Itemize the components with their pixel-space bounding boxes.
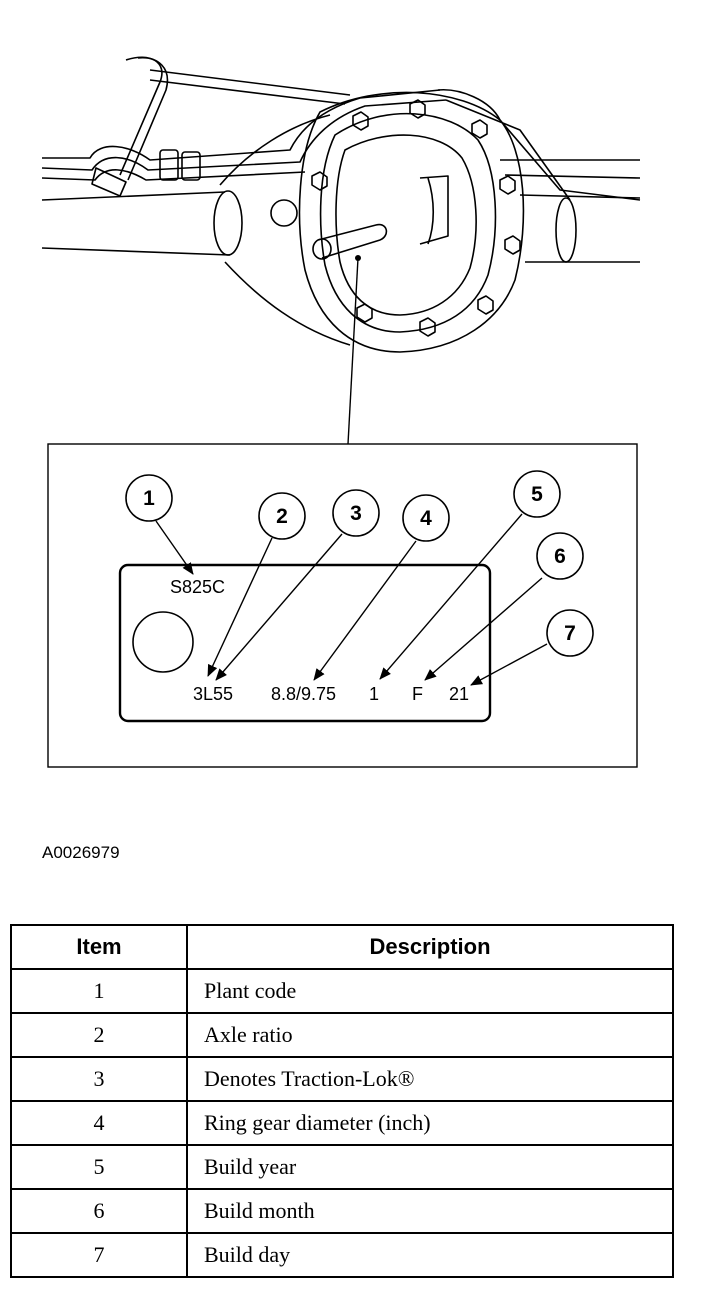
tag-ring-gear: 8.8/9.75 [271,684,336,704]
identification-tag [118,563,492,723]
row-description: Build month [186,1188,674,1234]
callout-1-leader [155,520,194,575]
svg-text:1: 1 [143,487,155,510]
callout-4: 4 [402,494,450,542]
tag-hole [132,611,194,673]
svg-text:7: 7 [564,622,576,645]
inset-leader-line [347,257,359,445]
svg-text:4: 4 [420,507,432,530]
figure-id: A0026979 [42,843,120,862]
table-row: 4 Ring gear diameter (inch) [10,1100,674,1146]
row-item: 3 [10,1056,188,1102]
row-description: Build year [186,1144,674,1190]
table-row: 5 Build year [10,1144,674,1190]
row-item: 2 [10,1012,188,1058]
row-item: 1 [10,968,188,1014]
row-item: 7 [10,1232,188,1278]
axle-illustration: S825C 3L55 8.8/9.75 1 F 21 1 2 3 4 5 6 [41,56,641,768]
row-item: 5 [10,1144,188,1190]
row-description: Denotes Traction-Lok® [186,1056,674,1102]
callout-4-leader [313,540,417,681]
callout-6-leader [424,577,543,681]
cover-bolts [311,99,521,337]
svg-text:2: 2 [276,505,288,528]
callout-2: 2 [258,492,306,540]
table-row: 1 Plant code [10,968,674,1014]
svg-text:6: 6 [554,545,566,568]
tag-plant-code: S825C [170,577,225,597]
tag-build-year: 1 [369,684,379,704]
brake-line [42,89,441,161]
table-row: 7 Build day [10,1232,674,1278]
row-description: Build day [186,1232,674,1278]
legend-table: Item Description 1 Plant code 2 Axle rat… [10,924,674,1278]
row-item: 6 [10,1188,188,1234]
callout-5-leader [379,513,523,680]
row-description: Ring gear diameter (inch) [186,1100,674,1146]
tag-build-month: F [412,684,423,704]
callout-6: 6 [536,532,584,580]
svg-text:5: 5 [531,483,543,506]
table-header-row: Item Description [10,924,674,970]
callout-2-leader [207,537,273,677]
callout-1: 1 [125,474,173,522]
callout-5: 5 [513,470,561,518]
table-row: 2 Axle ratio [10,1012,674,1058]
left-axle-tube [41,191,226,201]
row-description: Plant code [186,968,674,1014]
row-description: Axle ratio [186,1012,674,1058]
callout-7: 7 [546,609,594,657]
svg-text:3: 3 [350,502,362,525]
header-description: Description [186,924,674,970]
tag-build-day: 21 [449,684,469,704]
callout-3-leader [215,533,343,681]
header-item: Item [10,924,188,970]
callout-7-leader [470,643,548,686]
table-row: 6 Build month [10,1188,674,1234]
callout-3: 3 [332,489,380,537]
row-item: 4 [10,1100,188,1146]
tag-axle-ratio-code: 3L55 [193,684,233,704]
axle-housing-drawing [41,56,641,353]
differential-cover [298,91,525,353]
table-row: 3 Denotes Traction-Lok® [10,1056,674,1102]
